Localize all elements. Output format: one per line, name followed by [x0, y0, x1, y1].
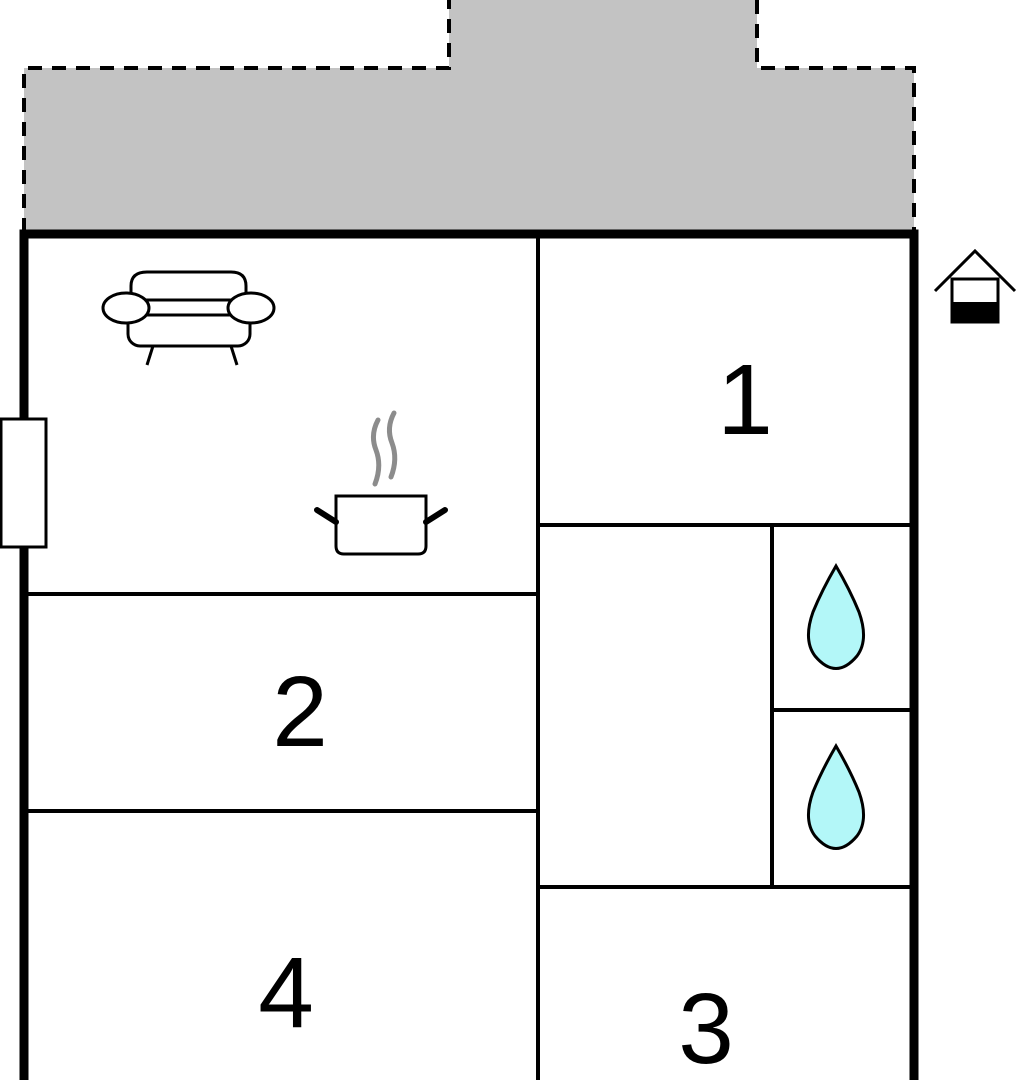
exterior-wall	[19, 229, 919, 1080]
terrace-area	[24, 0, 914, 232]
water-drop-icon	[807, 563, 865, 670]
room-label-2: 2	[272, 656, 328, 768]
cooking-pot-icon	[314, 410, 448, 556]
room-label-4: 4	[258, 937, 314, 1049]
room-label-1: 1	[717, 344, 773, 456]
terrace-outline	[22, 0, 916, 232]
entrance-house-icon	[933, 248, 1017, 324]
sofa-icon	[101, 270, 276, 366]
water-drop-icon	[807, 743, 865, 850]
door-opening	[0, 417, 48, 549]
room-label-3: 3	[678, 973, 734, 1080]
interior-walls	[24, 234, 914, 1080]
